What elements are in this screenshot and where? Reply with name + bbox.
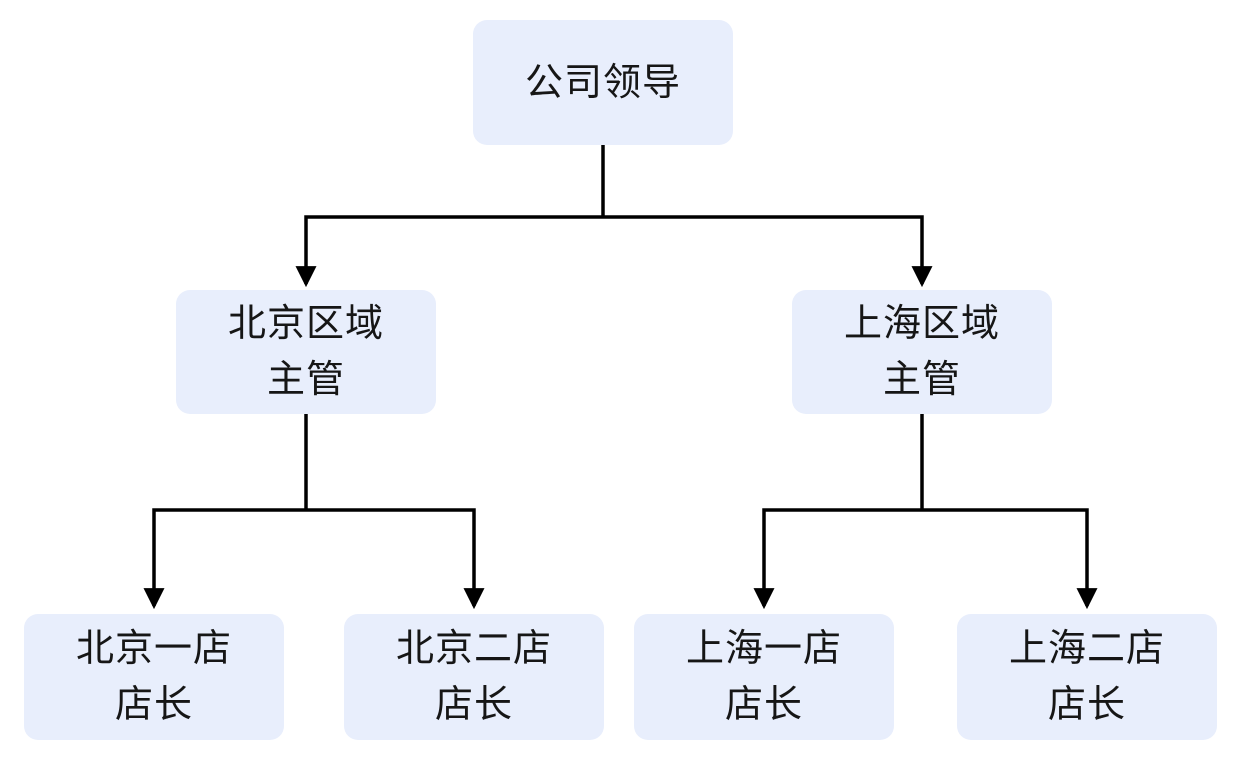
edge-root-beijing-region <box>295 215 603 288</box>
org-node-beijing-store1-manager: 北京一店 店长 <box>24 614 284 740</box>
node-label-line1: 上海区域 <box>843 303 1000 345</box>
node-label-line2: 店长 <box>1047 684 1126 726</box>
edge-beijing-region-store1 <box>143 508 306 610</box>
node-label-line1: 北京一店 <box>75 628 232 670</box>
node-label-line2: 主管 <box>882 359 961 401</box>
node-label-line2: 店长 <box>724 684 803 726</box>
org-node-beijing-region-supervisor: 北京区域 主管 <box>176 290 436 414</box>
node-label-line2: 店长 <box>114 684 193 726</box>
edge-beijing-region-store2 <box>306 508 485 610</box>
node-label-line1: 北京区域 <box>227 303 384 345</box>
org-node-shanghai-store1-manager: 上海一店 店长 <box>634 614 894 740</box>
node-label-line1: 上海二店 <box>1008 628 1165 670</box>
org-node-beijing-store2-manager: 北京二店 店长 <box>344 614 604 740</box>
org-node-company-leadership: 公司领导 <box>473 20 733 145</box>
node-label-line1: 上海一店 <box>685 628 842 670</box>
node-label-line2: 店长 <box>434 684 513 726</box>
edge-shanghai-region-store2 <box>922 508 1098 610</box>
edge-shanghai-region-store1 <box>753 508 922 610</box>
org-node-shanghai-store2-manager: 上海二店 店长 <box>957 614 1217 740</box>
org-node-shanghai-region-supervisor: 上海区域 主管 <box>792 290 1052 414</box>
node-label-line2: 主管 <box>266 359 345 401</box>
node-label-line1: 北京二店 <box>395 628 552 670</box>
edge-root-shanghai-region <box>603 215 933 288</box>
node-label: 公司领导 <box>524 61 681 104</box>
